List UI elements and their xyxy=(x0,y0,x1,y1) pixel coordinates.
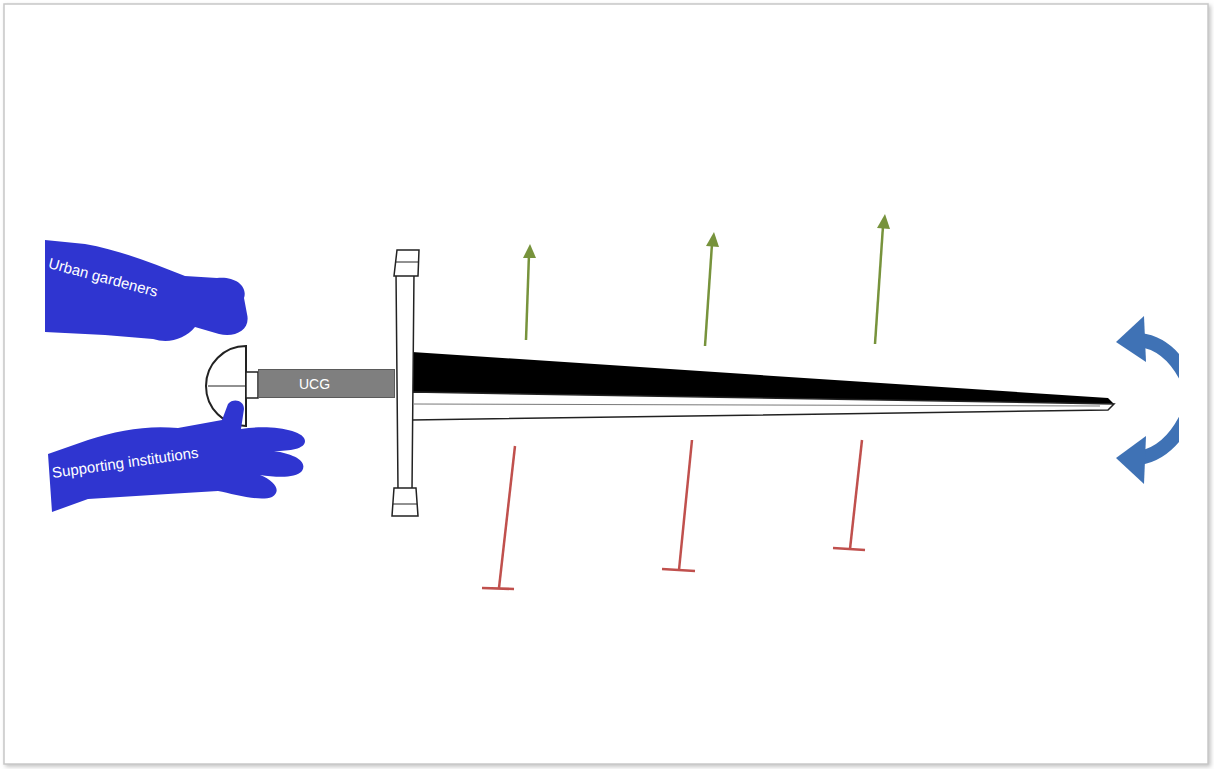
red-inhibitor xyxy=(679,440,692,570)
promote-arrows xyxy=(523,214,890,346)
inhibitor-bar xyxy=(662,569,695,571)
arrow-head xyxy=(1116,316,1146,362)
blade-light xyxy=(412,392,1114,420)
crossguard-cap xyxy=(394,250,419,276)
pommel-neck xyxy=(246,372,258,398)
arrow-head xyxy=(877,214,890,229)
crossguard-cap xyxy=(392,488,418,516)
red-inhibitor xyxy=(850,440,862,549)
red-inhibitor xyxy=(499,446,515,588)
crossguard-line xyxy=(393,504,417,505)
arrow-head xyxy=(1116,436,1146,484)
blue-curve xyxy=(1140,340,1179,385)
grip-box: UCG xyxy=(258,369,395,398)
hand-fill xyxy=(48,401,305,512)
arrow-head xyxy=(523,244,536,258)
hand-fill xyxy=(45,240,248,341)
inhibit-bars xyxy=(482,440,865,589)
crossguard xyxy=(396,272,414,490)
pommel-line xyxy=(208,386,246,387)
blade-fuller xyxy=(414,404,1100,406)
hand-shape: Supporting institutions xyxy=(48,398,310,516)
rotate-arrows xyxy=(1116,316,1179,484)
green-arrow xyxy=(526,254,529,340)
green-arrow xyxy=(875,226,883,344)
crossguard-line xyxy=(396,262,418,263)
inhibitor-bar xyxy=(482,588,514,589)
hand-shape: Urban gardeners xyxy=(45,238,251,346)
inhibitor-bar xyxy=(833,548,865,550)
frame xyxy=(4,4,1208,764)
green-arrow xyxy=(705,244,712,346)
node-label: UCG xyxy=(299,376,330,393)
blue-curve xyxy=(1140,410,1179,458)
arrow-head xyxy=(706,232,719,247)
